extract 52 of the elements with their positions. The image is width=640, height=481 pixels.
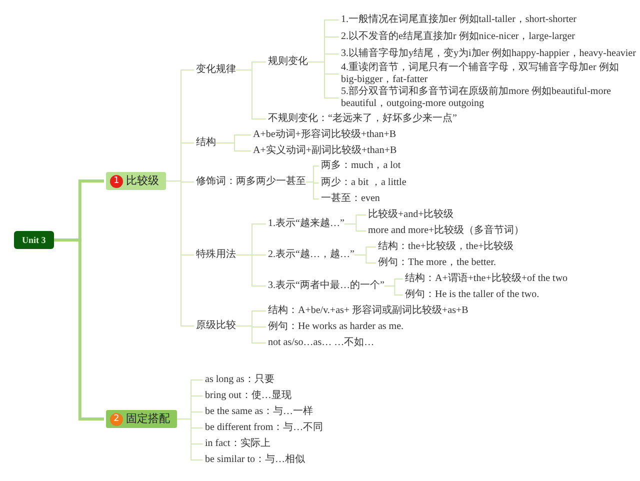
branch-label: 变化规律 xyxy=(196,64,236,76)
connector-line xyxy=(176,418,204,460)
leaf-text: 不规则变化：“老远来了，好坏多少来一点” xyxy=(268,113,457,125)
topic-label: 固定搭配 xyxy=(126,412,170,426)
connector-line xyxy=(308,62,340,98)
connector-line xyxy=(354,254,376,264)
root-topic-box: Unit 3 xyxy=(14,231,54,249)
leaf-text: 比较级+and+比较级 xyxy=(368,209,454,221)
branch-label: 3.表示“两者中最…的一个” xyxy=(268,280,384,292)
leaf-text: 结构：A+be/v.+as+ 形容词或副词比较级+as+B xyxy=(268,305,468,317)
number-badge: 2 xyxy=(110,412,123,426)
branch-label: 2.表示“越…，越…” xyxy=(268,249,354,261)
leaf-text: A+be动词+形容词比较级+than+B xyxy=(253,129,396,141)
number-badge: 1 xyxy=(110,174,123,188)
leaf-text: 结构：A+谓语+the+比较级+of the two xyxy=(405,273,568,285)
connector-line xyxy=(384,286,404,296)
leaf-text: 结构：the+比较级，the+比较级 xyxy=(378,241,514,253)
leaf-text: 两多：much，a lot xyxy=(321,160,401,172)
topic-box xyxy=(106,410,177,428)
topic-box xyxy=(106,172,166,190)
branch-label: 原级比较 xyxy=(196,320,236,332)
leaf-text: 5.部分双音节词和多音节词在原级前加more 例如beautiful-more beautiful，outgoing-more outgoing xyxy=(341,86,626,110)
leaf-text: 例句：He works as harder as me. xyxy=(268,321,404,333)
branch-label: 修饰词：两多两少一甚至 xyxy=(196,176,306,188)
leaf-text: 例句：He is the taller of the two. xyxy=(405,289,540,301)
branch-label: 规则变化 xyxy=(268,56,308,68)
leaf-text: 3.以辅音字母加y结尾，变y为i加er 例如happy-happier，heavy-heavier xyxy=(341,48,636,60)
leaf-text: bring out：使…显现 xyxy=(205,390,292,402)
leaf-text: be the same as：与…一样 xyxy=(205,406,314,418)
leaf-text: be similar to：与…相似 xyxy=(205,454,305,466)
leaf-text: 1.一般情况在词尾直接加er 例如tall-taller，short-shorter xyxy=(341,14,577,26)
leaf-text: more and more+比较级（多音节词） xyxy=(368,225,524,237)
leaf-text: 4.重读闭音节，词尾只有一个辅音字母，双写辅音字母加er 例如big-bigger，fat-fatter xyxy=(341,62,626,86)
leaf-text: A+实义动词+副词比较级+than+B xyxy=(253,145,397,157)
topic-label: 比较级 xyxy=(126,174,159,188)
connector-line xyxy=(236,326,266,344)
leaf-text: be different from：与…不同 xyxy=(205,422,324,434)
branch-label: 结构 xyxy=(196,137,216,149)
connector-line xyxy=(236,254,266,286)
branch-label: 1.表示“越来越…” xyxy=(268,218,344,230)
connector-line xyxy=(216,142,252,152)
connector-line xyxy=(344,224,366,232)
leaf-text: in fact：实际上 xyxy=(205,438,270,450)
leaf-text: not as/so…as… …不如… xyxy=(268,337,374,349)
leaf-text: 一甚至：even xyxy=(321,193,380,205)
leaf-text: 两少：a bit ，a little xyxy=(321,177,406,189)
leaf-text: 2.以不发音的e结尾直接加r 例如nice-nicer，large-larger xyxy=(341,31,576,43)
branch-label: 特殊用法 xyxy=(196,249,236,261)
connector-line xyxy=(306,182,320,200)
leaf-text: as long as：只要 xyxy=(205,374,274,386)
leaf-text: 例句：The more，the better. xyxy=(378,257,496,269)
connector-line xyxy=(166,180,194,326)
